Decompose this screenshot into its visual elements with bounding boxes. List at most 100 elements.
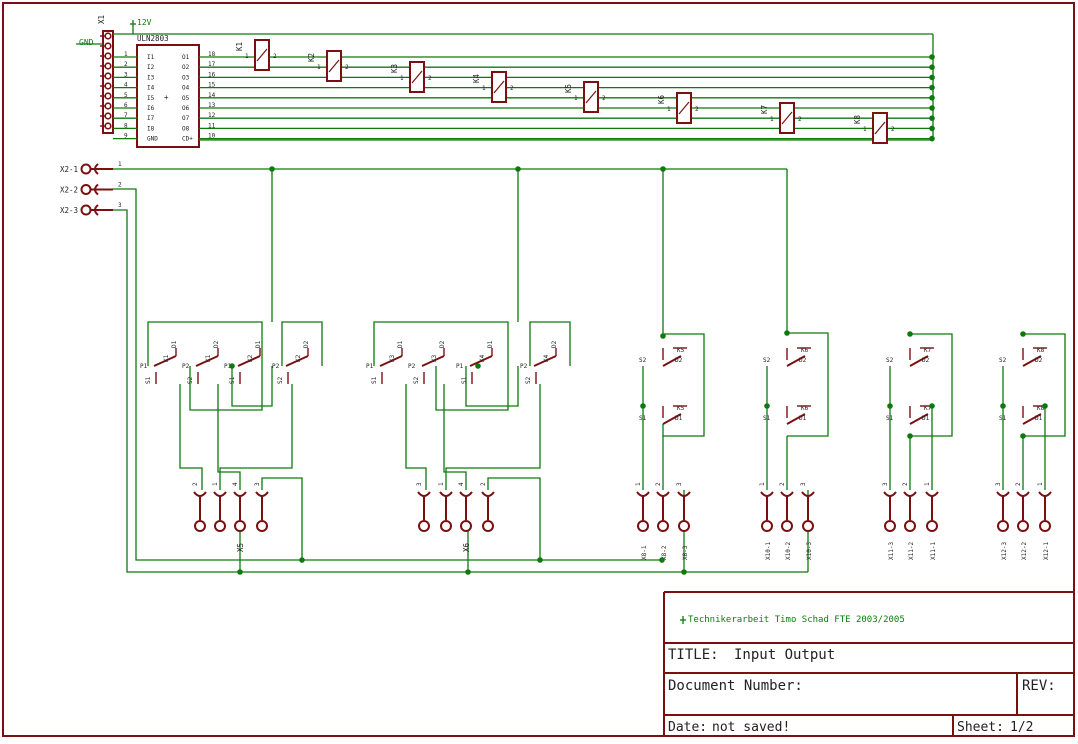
wire-g1-b bbox=[231, 366, 273, 407]
output-connector-label: X11-2 bbox=[908, 542, 915, 560]
relay-contact-pin-s: S1 bbox=[371, 376, 378, 384]
wire-junction bbox=[640, 403, 646, 409]
relay-contact-lever bbox=[379, 355, 403, 367]
driver-output-label: O2 bbox=[182, 64, 190, 71]
switch-group-connector-name: X5 bbox=[236, 543, 245, 552]
relay-coil-pin1: 1 bbox=[574, 95, 578, 102]
relay-coil-slash bbox=[328, 59, 340, 73]
output-connector-arc bbox=[459, 491, 473, 497]
wire-junction bbox=[537, 557, 543, 563]
relay-coil-label: K4 bbox=[472, 73, 481, 83]
output-connector-circle bbox=[460, 520, 472, 532]
driver-left-pin-number: 9 bbox=[124, 133, 128, 140]
wire-junction bbox=[515, 166, 521, 172]
changeover-pin-d: D2 bbox=[922, 357, 930, 364]
x2-connector-circle bbox=[80, 204, 92, 216]
wire-junction bbox=[784, 330, 790, 336]
bus-junction bbox=[929, 84, 935, 91]
output-connector-pin: 3 bbox=[676, 482, 683, 486]
relay-coil-pin2: 2 bbox=[602, 95, 606, 102]
wire-junction bbox=[1000, 403, 1006, 409]
output-connector-arc bbox=[760, 491, 774, 497]
wire-x2-2 bbox=[113, 188, 662, 561]
output-connector-pin: 1 bbox=[759, 482, 766, 486]
x1-body bbox=[102, 30, 114, 134]
relay-coil-slash bbox=[781, 111, 793, 125]
driver-right-pin-number: 15 bbox=[208, 82, 216, 89]
output-connector-pin: 2 bbox=[1015, 482, 1022, 486]
relay-contact-pin-s: S2 bbox=[525, 376, 532, 384]
wire-junction bbox=[764, 403, 770, 409]
changeover-lever bbox=[662, 413, 682, 425]
relay-contact-label: K3 bbox=[431, 354, 438, 362]
output-connector-circle bbox=[761, 520, 773, 532]
changeover-label: K8 bbox=[1037, 347, 1045, 354]
output-connector-label: X11-1 bbox=[930, 542, 937, 560]
relay-coil-slash bbox=[874, 121, 886, 135]
x1-label: X1 bbox=[97, 15, 106, 24]
output-connector-pin: 2 bbox=[779, 482, 786, 486]
changeover-pin-s: S1 bbox=[886, 415, 894, 422]
output-connector-arc bbox=[656, 491, 670, 497]
changeover-pin-d: D1 bbox=[799, 415, 807, 422]
relay-coil-label: K6 bbox=[657, 94, 666, 104]
tb-title-value: Input Output bbox=[734, 647, 835, 663]
relay-contact-pin-d: D1 bbox=[171, 340, 178, 348]
changeover-pin-s: S1 bbox=[763, 415, 771, 422]
relay-coil-pin1: 1 bbox=[667, 106, 671, 113]
x2-connector-circle bbox=[80, 184, 92, 195]
driver-output-label: O3 bbox=[182, 74, 190, 81]
output-connector-arc bbox=[417, 491, 431, 497]
output-connector-arc bbox=[1038, 491, 1052, 497]
wire-g1-c bbox=[281, 321, 323, 366]
x1-pin-circle bbox=[104, 102, 112, 110]
output-connector-arc bbox=[213, 491, 227, 497]
wire-k7-box bbox=[910, 333, 953, 437]
changeover-pin-d: D2 bbox=[799, 357, 807, 364]
output-connector-label: X10-3 bbox=[806, 542, 813, 560]
relay-contact-lever bbox=[153, 355, 177, 367]
output-connector-circle bbox=[781, 520, 793, 532]
wire-junction bbox=[1020, 433, 1026, 439]
relay-contact-pin-p: P2 bbox=[408, 363, 416, 370]
output-connector-pin: 1 bbox=[924, 482, 931, 486]
relay-coil-pin1: 1 bbox=[770, 116, 774, 123]
driver-right-pin-number: 12 bbox=[208, 112, 216, 119]
driver-center-mark: + bbox=[164, 93, 169, 102]
wire-junction bbox=[299, 557, 305, 563]
tb-doc-label: Document Number: bbox=[668, 678, 803, 694]
x2-connector-pin: 3 bbox=[118, 202, 122, 209]
tb-rev-label: REV: bbox=[1022, 678, 1056, 694]
output-connector-circle bbox=[678, 520, 690, 532]
relay-contact-lever bbox=[469, 355, 493, 367]
output-connector-pin: 2 bbox=[192, 482, 199, 486]
output-connector-label: X8-2 bbox=[661, 545, 668, 560]
relay-contact-label: K4 bbox=[543, 354, 550, 362]
output-connector-pin: 2 bbox=[480, 482, 487, 486]
output-connector-arc bbox=[636, 491, 650, 497]
switch-group-connector-name: X6 bbox=[462, 542, 471, 552]
driver-left-pin-number: 5 bbox=[124, 92, 128, 99]
relay-coil-label: K1 bbox=[235, 42, 244, 51]
x1-pin-circle bbox=[104, 72, 112, 80]
wire-junction bbox=[475, 363, 481, 369]
wire-g2-b bbox=[465, 366, 519, 407]
output-connector-label: X8-1 bbox=[641, 545, 648, 560]
wire-g1-e bbox=[217, 384, 241, 490]
output-connector-pin: 1 bbox=[1037, 482, 1044, 486]
changeover-pin-s: S2 bbox=[886, 357, 894, 364]
changeover-label: K5 bbox=[677, 405, 685, 412]
driver-left-pin-number: 1 bbox=[124, 51, 128, 58]
relay-contact-pin-d: D2 bbox=[439, 340, 446, 348]
output-connector-pin: 3 bbox=[416, 482, 423, 486]
output-connector-label: X10-2 bbox=[785, 542, 792, 560]
wire-junction bbox=[681, 569, 687, 575]
changeover-pin-s: S2 bbox=[639, 357, 647, 364]
relay-contact-lever bbox=[533, 355, 557, 367]
relay-coil-slash bbox=[256, 48, 268, 62]
relay-coil-slash bbox=[585, 90, 597, 104]
output-connector-pin: 1 bbox=[635, 482, 642, 486]
supply-gnd-label: GND bbox=[79, 38, 94, 47]
changeover-lever bbox=[786, 413, 806, 425]
